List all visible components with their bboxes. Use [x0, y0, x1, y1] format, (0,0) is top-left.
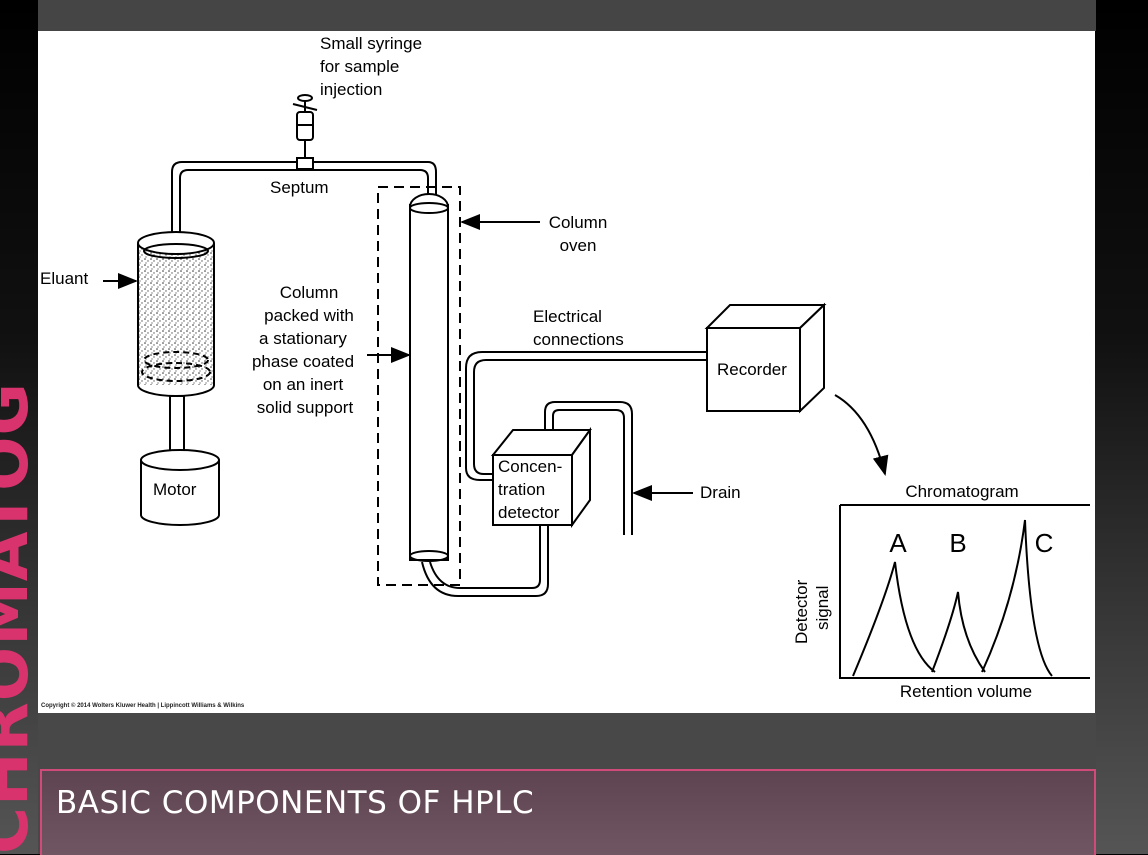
column-label-5: on an inert: [263, 375, 344, 394]
motor-label: Motor: [153, 480, 197, 499]
syringe-icon: [292, 94, 318, 170]
detector-label-3: detector: [498, 503, 560, 522]
column: [409, 193, 449, 562]
chromatogram-title: Chromatogram: [905, 482, 1018, 501]
recorder-label: Recorder: [717, 360, 787, 379]
column-label-6: solid support: [257, 398, 354, 417]
detector-label-2: tration: [498, 480, 545, 499]
hplc-diagram: Small syringe for sample injection Septu…: [40, 34, 1090, 701]
top-bar: [38, 0, 1096, 31]
column-oven: [377, 186, 461, 586]
chromatogram: [839, 504, 1090, 679]
column-label-2: packed with: [264, 306, 354, 325]
inlet-tube: [171, 161, 437, 240]
x-axis-label: Retention volume: [900, 682, 1032, 701]
column-label-1: Column: [280, 283, 339, 302]
drain-tube: [544, 401, 633, 535]
oven-label-1: Column: [549, 213, 608, 232]
peak-label-a: A: [889, 528, 907, 558]
electrical-label-2: connections: [533, 330, 624, 349]
syringe-label-2: for sample: [320, 57, 399, 76]
electrical-label-1: Electrical: [533, 307, 602, 326]
recorder: [704, 302, 827, 414]
eluant-label: Eluant: [40, 269, 88, 288]
oven-label-2: oven: [560, 236, 597, 255]
septum-icon: [296, 157, 314, 170]
outlet-tube: [421, 526, 549, 597]
column-label-4: phase coated: [252, 352, 354, 371]
recorder-to-chromatogram-arrow: [834, 394, 889, 476]
peak-c: [981, 519, 1053, 677]
septum-label: Septum: [270, 178, 329, 197]
detector-label-1: Concen-: [498, 457, 562, 476]
copyright-notice: Copyright © 2014 Wolters Kluwer Health |…: [41, 703, 245, 709]
chromatogram-axes: [839, 505, 1090, 679]
peak-b: [931, 591, 986, 673]
syringe-label-3: injection: [320, 80, 382, 99]
drain-label: Drain: [700, 483, 741, 502]
slide-title-bar: BASIC COMPONENTS OF HPLC: [40, 769, 1096, 855]
y-axis-label-2: signal: [813, 586, 832, 630]
motor: [140, 449, 220, 526]
electrical-connection: [465, 351, 707, 481]
column-label-3: a stationary: [259, 329, 347, 348]
syringe-label-1: Small syringe: [320, 34, 422, 53]
concentration-detector: [490, 426, 592, 529]
y-axis-label-1: Detector: [792, 579, 811, 644]
eluant-reservoir: [137, 231, 215, 457]
peak-label-c: C: [1035, 528, 1054, 558]
peak-label-b: B: [949, 528, 966, 558]
slide-title: BASIC COMPONENTS OF HPLC: [56, 785, 535, 821]
peak-a: [852, 561, 936, 677]
